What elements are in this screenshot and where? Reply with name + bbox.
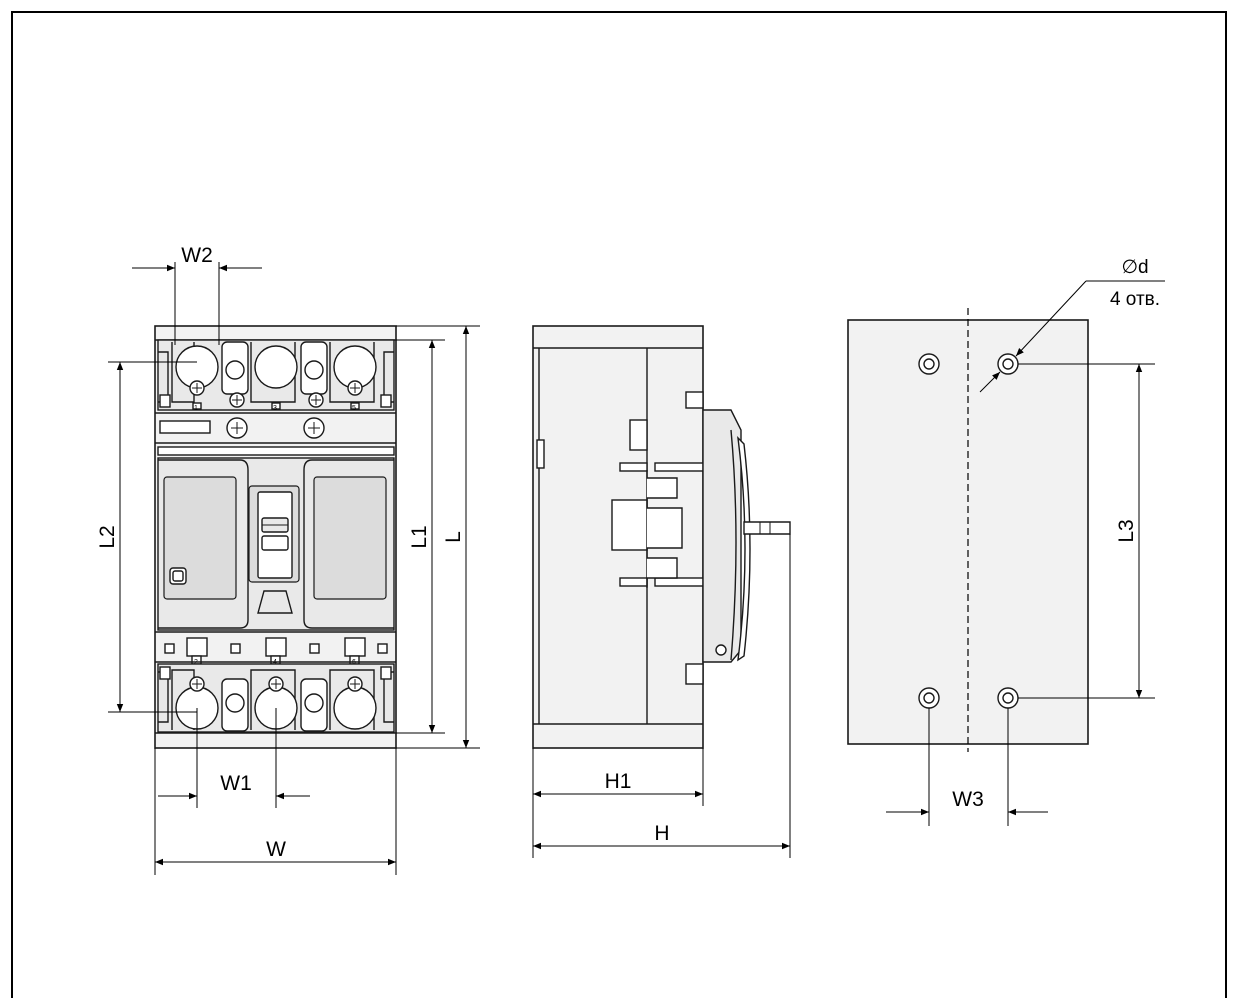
- dim-l3-label: L3: [1115, 519, 1138, 542]
- dim-l1-label: L1: [408, 525, 431, 548]
- dim-w1-label: W1: [220, 772, 252, 795]
- dim-w2-label: W2: [181, 244, 213, 267]
- mounting-hole-top-left: [918, 353, 940, 375]
- dim-w-label: W: [266, 838, 286, 861]
- dim-l-label: L: [442, 531, 465, 543]
- side-view-dimensions: H1 H: [532, 534, 791, 858]
- side-view: [532, 325, 791, 749]
- right-window: [313, 476, 387, 600]
- mounting-view: [847, 308, 1089, 752]
- mounting-hole-top-right: [997, 353, 1019, 375]
- drawing-frame: [11, 11, 1227, 998]
- terminal-number-1: 1: [194, 405, 198, 412]
- front-view: 1 3 5: [154, 325, 397, 749]
- dim-h-label: H: [654, 822, 669, 845]
- hole-diameter-label: ∅d: [1121, 257, 1148, 278]
- terminal-number-3: 3: [273, 405, 277, 412]
- mounting-hole-bottom-right: [997, 687, 1019, 709]
- dim-w3-label: W3: [952, 788, 984, 811]
- side-handle-lever: [743, 521, 791, 535]
- lock-notch: [257, 590, 293, 614]
- dim-l2-label: L2: [96, 525, 119, 548]
- hole-count-label: 4 отв.: [1110, 289, 1160, 310]
- dim-h1-label: H1: [605, 770, 632, 793]
- mounting-dimensions: ∅d 4 отв. L3 W3: [886, 257, 1165, 826]
- mounting-hole-bottom-left: [918, 687, 940, 709]
- top-terminals: 1 3 5: [157, 339, 395, 412]
- front-view-dimensions: W2 W1 W L2 L1 L: [96, 244, 480, 875]
- terminal-number-5: 5: [352, 405, 356, 412]
